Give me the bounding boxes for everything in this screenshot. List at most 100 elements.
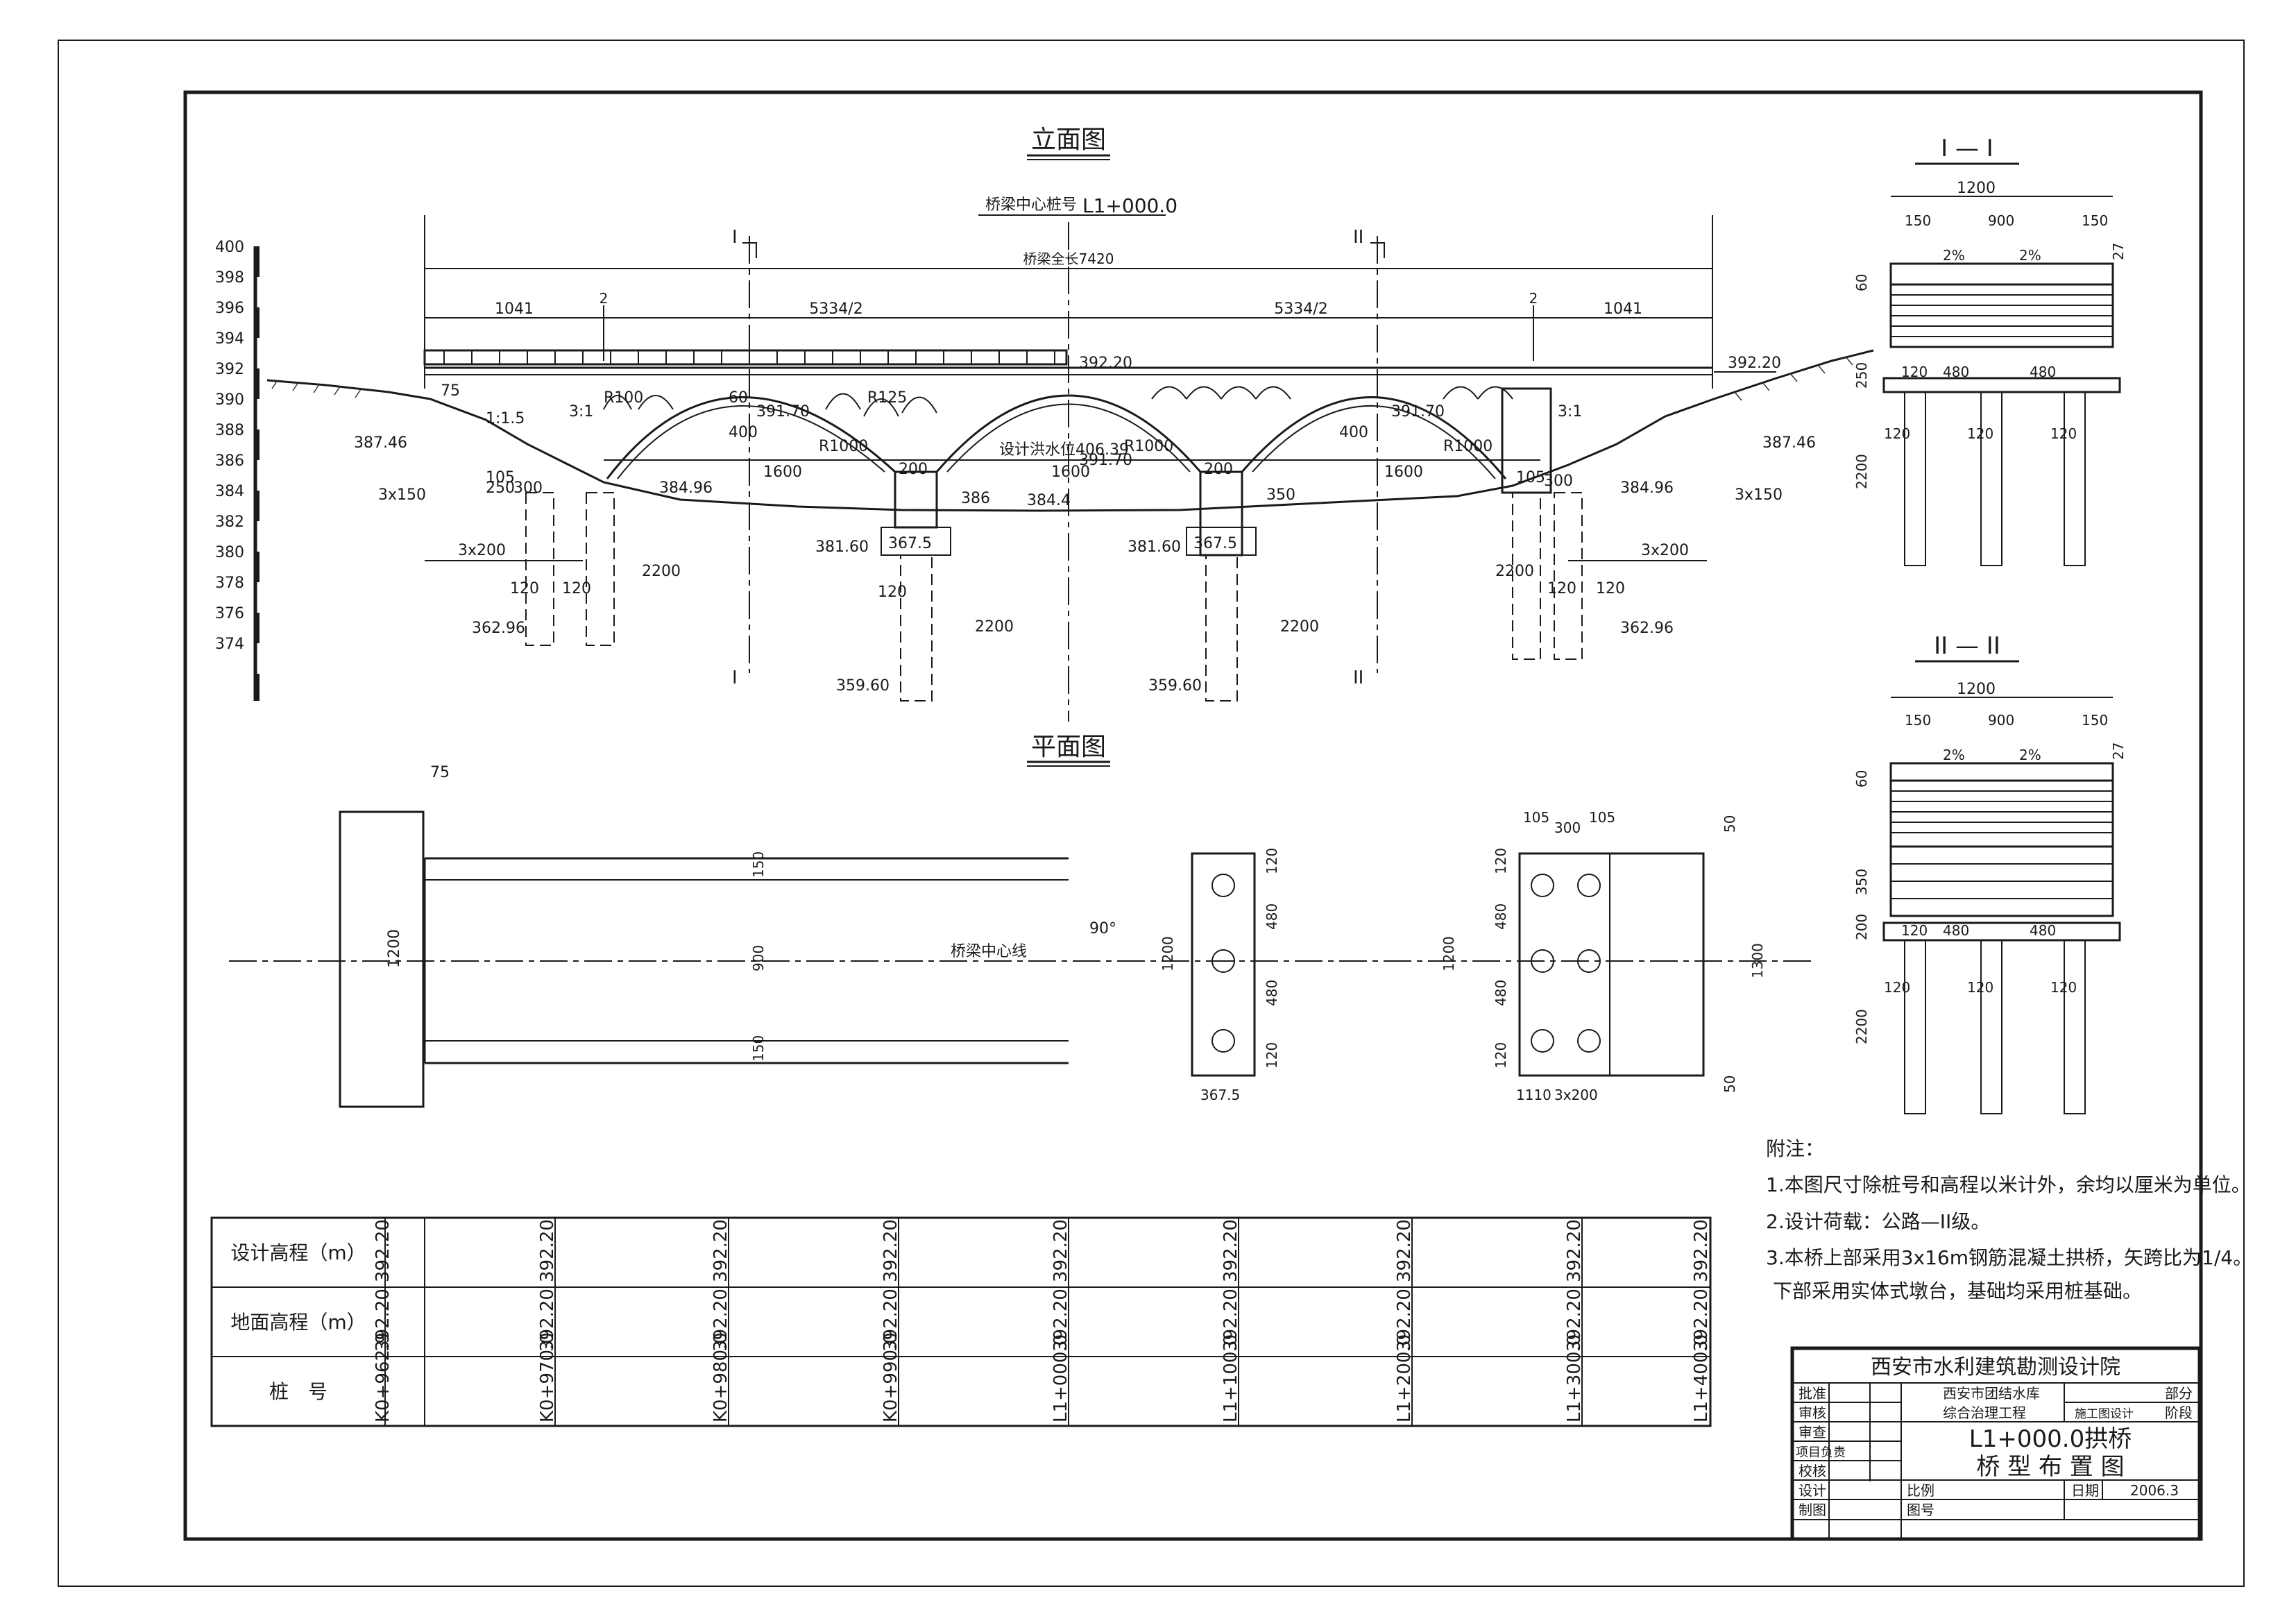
tb-project-lead: 项目负责 bbox=[1796, 1445, 1846, 1460]
dim-120-a: 120 bbox=[510, 580, 539, 597]
s2-dim-120-a: 120 bbox=[1901, 922, 1928, 939]
plan-abut-dim-1110: 1110 bbox=[1516, 1087, 1551, 1103]
elevation-title: 立面图 bbox=[1031, 126, 1106, 154]
section-mark-1-bottom: I bbox=[732, 668, 738, 688]
s2-dim-350: 350 bbox=[1853, 869, 1870, 895]
deck-elev-right: 392.20 bbox=[1728, 355, 1781, 372]
dim-300: 300 bbox=[513, 479, 543, 497]
riverbed-elev: 384.4 bbox=[1027, 492, 1071, 509]
plan-abutment-cap bbox=[1518, 852, 1705, 1077]
pile-cell: K0+970.0 bbox=[537, 1332, 558, 1422]
abutment-left-length: 1041 bbox=[495, 300, 534, 318]
s2-dim-60: 60 bbox=[1853, 770, 1870, 788]
scale-tick: 388 bbox=[215, 422, 244, 439]
plan-abut-dim-300: 300 bbox=[1554, 819, 1581, 836]
springing-elev-1: 391.70 bbox=[756, 403, 810, 420]
dim-2200-left: 2200 bbox=[642, 563, 681, 580]
plan-dim-150-bottom: 150 bbox=[750, 1035, 767, 1062]
s2-dim-2200: 2200 bbox=[1853, 1009, 1870, 1044]
pile-cell: L1+100.0 bbox=[1221, 1334, 1241, 1422]
design-cell: 392.20 bbox=[1051, 1219, 1071, 1282]
dim-400-1: 400 bbox=[729, 424, 758, 441]
pile-cell: L1+300.0 bbox=[1564, 1334, 1585, 1422]
tb-proofread: 校核 bbox=[1798, 1463, 1826, 1479]
design-cell: 392.20 bbox=[1394, 1219, 1415, 1282]
center-pile-label: 桥梁中心桩号 bbox=[985, 196, 1077, 214]
scale-tick: 380 bbox=[215, 544, 244, 561]
pile-cell: L1+200.0 bbox=[1394, 1334, 1415, 1422]
mark-2-right: 2 bbox=[1529, 290, 1538, 307]
bottom-elev-right: 384.96 bbox=[1620, 479, 1674, 497]
pile-cell: L1+000.0 bbox=[1051, 1334, 1071, 1422]
row-design-header: 设计高程（m） bbox=[230, 1241, 366, 1264]
ground-cell: 392.20 bbox=[1394, 1289, 1415, 1352]
plan-dim-900: 900 bbox=[750, 945, 767, 971]
dim-3x200-right: 3x200 bbox=[1641, 542, 1689, 559]
pile-cell: K0+980.0 bbox=[711, 1332, 731, 1422]
pile-tip-pier-1: 359.60 bbox=[836, 677, 890, 695]
tb-drawing-no-label: 图号 bbox=[1907, 1502, 1934, 1518]
plan-angle: 90° bbox=[1089, 920, 1116, 937]
s2-dim-27: 27 bbox=[2110, 742, 2127, 760]
dim-300-right: 300 bbox=[1544, 473, 1573, 490]
tb-verify: 审核 bbox=[1798, 1404, 1826, 1421]
plan-view: 平面图 桥梁中心线 90° 75 1200 150 900 150 120 48… bbox=[229, 733, 1811, 1108]
outer-border bbox=[58, 40, 2245, 1587]
scale-labels: 400 398 396 394 392 390 388 386 384 382 … bbox=[215, 239, 244, 653]
design-cell: 392.20 bbox=[881, 1219, 901, 1282]
notes: 附注： 1.本图尺寸除桩号和高程以米计外，余均以厘米为单位。 2.设计荷载：公路… bbox=[1766, 1137, 2252, 1302]
s1-dim-250: 250 bbox=[1853, 362, 1870, 389]
dim-105-right: 105 bbox=[1516, 469, 1545, 486]
span-half-left: 5334/2 bbox=[809, 300, 862, 318]
s2-dim-120-d: 120 bbox=[2050, 979, 2077, 996]
s2-dim-900: 900 bbox=[1988, 712, 2014, 729]
tb-check: 审查 bbox=[1798, 1424, 1826, 1441]
plan-abut-dim-105-a: 105 bbox=[1523, 809, 1549, 826]
plan-abut-dim-1200: 1200 bbox=[1440, 936, 1457, 971]
plan-pier-dim-120-a: 120 bbox=[1264, 848, 1280, 874]
plan-dim-150-top: 150 bbox=[750, 851, 767, 878]
plan-abut-dim-120-a: 120 bbox=[1493, 848, 1509, 874]
notes-heading: 附注： bbox=[1766, 1137, 1824, 1160]
s1-dim-150-a: 150 bbox=[1905, 212, 1931, 229]
plan-abut-dim-3x200: 3x200 bbox=[1554, 1087, 1598, 1103]
section-mark-2-top: II bbox=[1353, 227, 1363, 248]
notes-line-3: 3.本桥上部采用3x16m钢筋混凝土拱桥，矢跨比为1/4。 bbox=[1766, 1246, 2252, 1269]
radius-small2: R125 bbox=[867, 389, 907, 407]
scale-tick: 376 bbox=[215, 605, 244, 622]
pile-tip-abut-right: 362.96 bbox=[1620, 620, 1674, 637]
plan-centerline-label: 桥梁中心线 bbox=[951, 943, 1027, 960]
center-pile-value: L1+000.0 bbox=[1082, 194, 1177, 217]
pile-tip-abut-left: 362.96 bbox=[472, 620, 525, 637]
design-flood-level: 设计洪水位406.39 bbox=[999, 441, 1129, 459]
scale-tick: 384 bbox=[215, 483, 244, 500]
institute-name: 西安市水利建筑勘测设计院 bbox=[1871, 1355, 2120, 1379]
dim-350: 350 bbox=[1266, 486, 1295, 504]
s2-dim-1200: 1200 bbox=[1957, 681, 1996, 698]
inner-border bbox=[183, 90, 2203, 1541]
s1-dim-480-a: 480 bbox=[1943, 364, 1969, 380]
span-1600-1: 1600 bbox=[763, 464, 802, 481]
s2-slope-b: 2% bbox=[2019, 747, 2041, 763]
section-mark-2-bottom: II bbox=[1353, 668, 1363, 688]
row-ground-header: 地面高程（m） bbox=[230, 1311, 366, 1334]
notes-line-1: 1.本图尺寸除桩号和高程以米计外，余均以厘米为单位。 bbox=[1766, 1173, 2251, 1196]
s2-slope-a: 2% bbox=[1943, 747, 1965, 763]
dim-2200-pier2: 2200 bbox=[1280, 618, 1319, 636]
pile-cell: K0+962.9 bbox=[373, 1332, 393, 1422]
plan-abut-dim-120-b: 120 bbox=[1493, 1042, 1509, 1069]
arch-ribs bbox=[603, 386, 1513, 479]
elevation-scale bbox=[253, 246, 260, 701]
radius-main-2: R1000 bbox=[1124, 438, 1173, 455]
s1-dim-120-a: 120 bbox=[1901, 364, 1928, 380]
s1-dim-27: 27 bbox=[2110, 243, 2127, 260]
scale-tick: 374 bbox=[215, 636, 244, 653]
plan-abut-dim-105-b: 105 bbox=[1589, 809, 1615, 826]
scale-tick: 390 bbox=[215, 391, 244, 409]
deck-elev-left: 392.20 bbox=[1079, 355, 1132, 372]
ground-cell: 392.20 bbox=[1051, 1289, 1071, 1352]
dim-3x200-left: 3x200 bbox=[458, 542, 506, 559]
tb-part: 部分 bbox=[2165, 1385, 2193, 1402]
span-half-right: 5334/2 bbox=[1274, 300, 1327, 318]
